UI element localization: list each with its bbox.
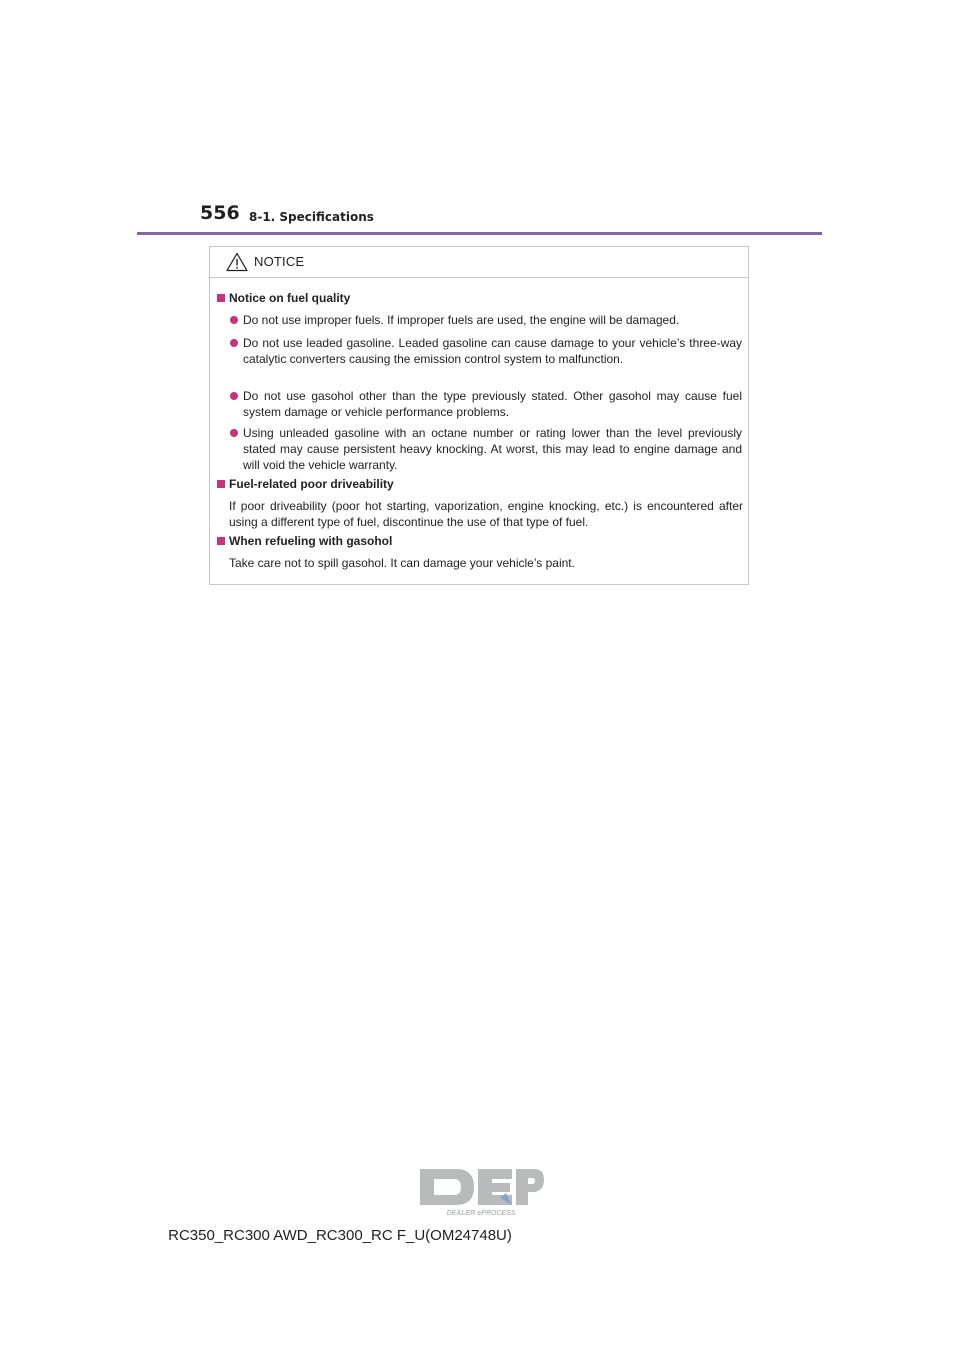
section-heading-driveability: Fuel-related poor driveability <box>217 477 394 491</box>
list-item-text: Do not use gasohol other than the type p… <box>243 389 742 419</box>
heading-text: Notice on fuel quality <box>229 291 351 305</box>
list-item: Do not use improper fuels. If improper f… <box>230 312 742 328</box>
round-bullet-icon <box>230 316 238 324</box>
warning-triangle-icon <box>226 252 248 272</box>
notice-label: NOTICE <box>254 254 305 269</box>
notice-header: NOTICE <box>210 247 748 278</box>
dealer-eprocess-logo: DEALER ePROCESS <box>420 1169 544 1217</box>
heading-text: When refueling with gasohol <box>229 534 393 548</box>
logo-tagline: DEALER ePROCESS <box>447 1210 516 1217</box>
square-bullet-icon <box>217 294 225 302</box>
list-item: Do not use leaded gasoline. Leaded gasol… <box>230 335 742 367</box>
header-divider <box>137 232 822 235</box>
list-item-text: Do not use improper fuels. If improper f… <box>243 313 680 327</box>
driveability-paragraph: If poor driveability (poor hot starting,… <box>229 499 743 529</box>
model-code-footer: RC350_RC300 AWD_RC300_RC F_U(OM24748U) <box>168 1227 512 1244</box>
square-bullet-icon <box>217 537 225 545</box>
section-heading-fuel-quality: Notice on fuel quality <box>217 291 350 305</box>
list-item: Do not use gasohol other than the type p… <box>230 388 742 420</box>
square-bullet-icon <box>217 480 225 488</box>
page-number: 556 <box>200 202 240 224</box>
round-bullet-icon <box>230 429 238 437</box>
heading-text: Fuel-related poor driveability <box>229 477 394 491</box>
round-bullet-icon <box>230 339 238 347</box>
notice-box: NOTICE Notice on fuel quality Do not use… <box>209 246 749 585</box>
section-heading-gasohol: When refueling with gasohol <box>217 534 392 548</box>
list-item: Using unleaded gasoline with an octane n… <box>230 425 742 473</box>
list-item-text: Using unleaded gasoline with an octane n… <box>243 426 742 472</box>
page-header: 556 8-1. Specifications <box>200 202 822 232</box>
section-title: 8-1. Specifications <box>249 210 374 224</box>
list-item-text: Do not use leaded gasoline. Leaded gasol… <box>243 336 742 366</box>
gasohol-paragraph: Take care not to spill gasohol. It can d… <box>229 556 575 570</box>
round-bullet-icon <box>230 392 238 400</box>
